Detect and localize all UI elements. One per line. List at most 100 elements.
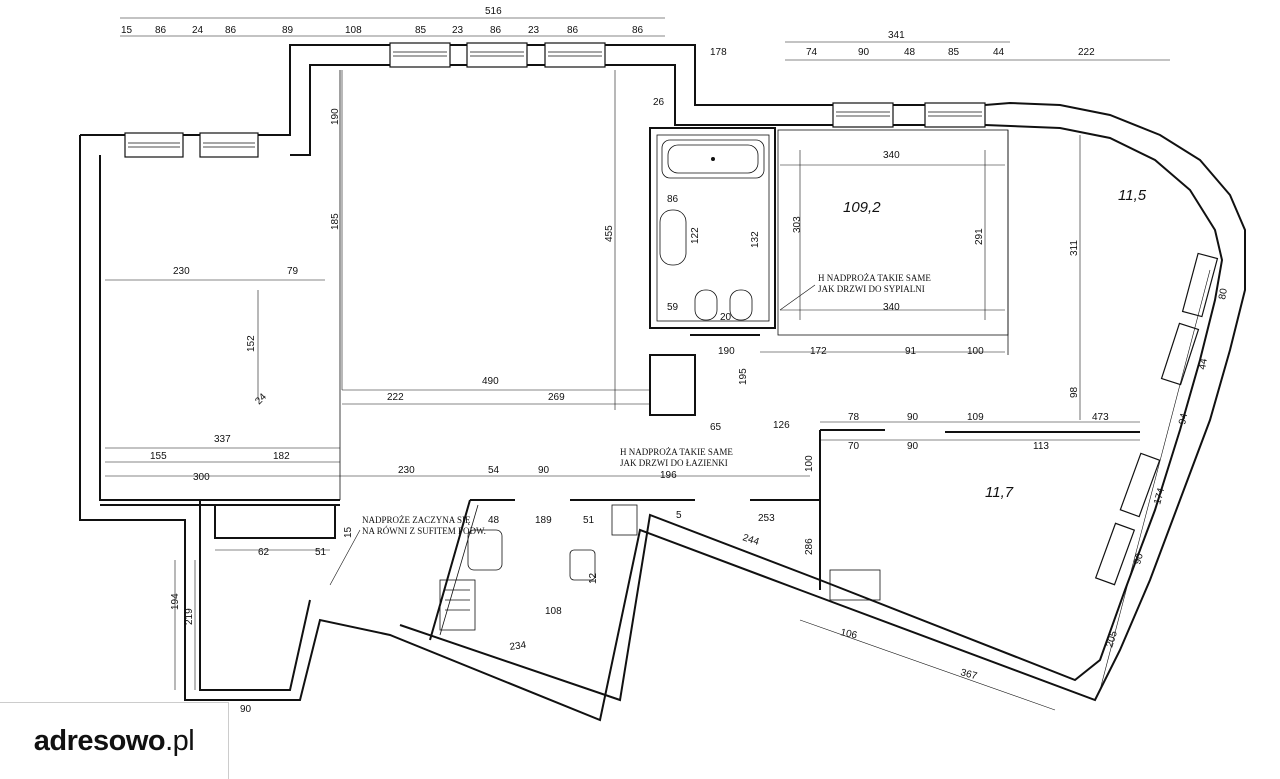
- dim-label: 108: [345, 25, 362, 36]
- dim-label: 337: [214, 434, 231, 445]
- dim-label: 62: [258, 547, 270, 558]
- dim-label: 122: [690, 227, 701, 244]
- dim-label: 90: [907, 441, 919, 452]
- dim-label: 174: [1152, 486, 1167, 505]
- dim-label: 195: [738, 368, 749, 385]
- dim-label: 126: [773, 420, 790, 431]
- dimension-lines: [105, 17, 1211, 711]
- dim-label: 341: [888, 30, 905, 41]
- dim-label: 291: [974, 228, 985, 245]
- dim-label: 44: [993, 47, 1005, 58]
- dim-label: 85: [948, 47, 960, 58]
- dim-label: 70: [848, 441, 860, 452]
- logo-tld: .pl: [165, 724, 195, 757]
- dim-label: 86: [632, 25, 644, 36]
- dim-label: 113: [1033, 441, 1049, 452]
- dim-label: 172: [810, 346, 827, 357]
- dim-label: 219: [184, 608, 195, 625]
- dim-label: 367: [959, 667, 978, 682]
- washbasin: [569, 549, 596, 581]
- dim-label: 24: [253, 391, 269, 407]
- dim-label: 100: [967, 346, 984, 357]
- dim-label: 59: [667, 302, 679, 313]
- dim-label: 51: [315, 547, 327, 558]
- dim-label: 108: [545, 606, 562, 617]
- dim-label: 303: [792, 216, 803, 233]
- dim-label: 90: [907, 412, 919, 423]
- note-lintel-bathroom: H NADPROŻA TAKIE SAME: [620, 447, 733, 457]
- dim-label: 54: [488, 465, 500, 476]
- dim-label: 86: [155, 25, 167, 36]
- dim-label: 269: [548, 392, 565, 403]
- dim-label: 74: [806, 47, 818, 58]
- dim-label: 196: [660, 470, 677, 481]
- dim-label: 222: [387, 392, 404, 403]
- room-area-label: 11,7: [985, 484, 1014, 501]
- toilet: [694, 289, 718, 321]
- dim-label: 5: [676, 510, 682, 521]
- dim-label: 90: [538, 465, 550, 476]
- dim-label: 473: [1092, 412, 1109, 423]
- room-area-label: 11,5: [1118, 187, 1147, 204]
- note-lintel-ceiling: NA RÓWNI Z SUFITEM PODW.: [362, 526, 486, 536]
- dim-label: 23: [452, 25, 464, 36]
- dim-label: 190: [718, 346, 735, 357]
- dim-label: 24: [192, 25, 204, 36]
- dim-label: 109: [967, 412, 984, 423]
- dim-label: 253: [758, 513, 775, 524]
- dim-label: 311: [1069, 240, 1080, 256]
- logo-brand: adresowo: [33, 724, 166, 757]
- logo-text: adresowo.pl: [34, 725, 195, 758]
- dims-left: 190 185 230 79 152 337 155 182 300 194 2…: [150, 108, 341, 715]
- dim-label: 106: [839, 627, 858, 641]
- dim-label: 132: [750, 231, 761, 248]
- dim-label: 12: [588, 572, 599, 584]
- dim-label: 91: [905, 346, 917, 357]
- dims-center: 26 455 86 122 132 59 20 190 195 490 222 …: [253, 97, 815, 653]
- dim-label: 80: [1217, 287, 1230, 300]
- dim-label: 189: [535, 515, 552, 526]
- dim-label: 15: [121, 25, 133, 36]
- dim-label: 85: [415, 25, 427, 36]
- note-lintel-bathroom: JAK DRZWI DO ŁAZIENKI: [620, 458, 728, 468]
- interior-walls: [100, 127, 1140, 641]
- dim-label: 15: [343, 526, 354, 538]
- dim-label: 194: [170, 593, 181, 610]
- dim-label: 86: [567, 25, 579, 36]
- bathtub: [661, 139, 765, 179]
- dim-label: 340: [883, 150, 900, 161]
- bidet: [729, 289, 753, 321]
- sink: [467, 529, 503, 571]
- dim-label: 234: [509, 640, 527, 653]
- windows: [124, 42, 1219, 586]
- dim-label: 490: [482, 376, 499, 387]
- dim-label: 90: [1132, 552, 1146, 566]
- dims-right: 340 303 291 340 172 91 100 311 98 473 78…: [792, 150, 1230, 682]
- dim-label: 205: [1104, 629, 1120, 649]
- dim-label: 230: [173, 266, 190, 277]
- dim-label: 44: [1197, 357, 1210, 370]
- dim-label: 455: [604, 225, 615, 242]
- room-area-label: 109,2: [843, 199, 881, 216]
- dim-label: 340: [883, 302, 900, 313]
- dim-label: 79: [287, 266, 299, 277]
- fixtures: [439, 139, 765, 631]
- dim-label: 86: [225, 25, 237, 36]
- dim-label: 244: [741, 532, 761, 548]
- dim-label: 48: [904, 47, 916, 58]
- dim-label: 86: [667, 194, 679, 205]
- dim-label: 185: [330, 213, 341, 230]
- dim-label: 86: [490, 25, 502, 36]
- dim-label: 51: [583, 515, 595, 526]
- dim-label: 26: [653, 97, 665, 108]
- dim-label: 190: [330, 108, 341, 125]
- logo: adresowo.pl: [0, 702, 229, 779]
- dim-label: 94: [1177, 412, 1190, 426]
- dim-label: 48: [488, 515, 500, 526]
- dim-label: 78: [848, 412, 860, 423]
- dim-label: 230: [398, 465, 415, 476]
- dim-label: 90: [858, 47, 870, 58]
- dim-label: 20: [720, 312, 732, 323]
- dim-label: 98: [1069, 386, 1080, 398]
